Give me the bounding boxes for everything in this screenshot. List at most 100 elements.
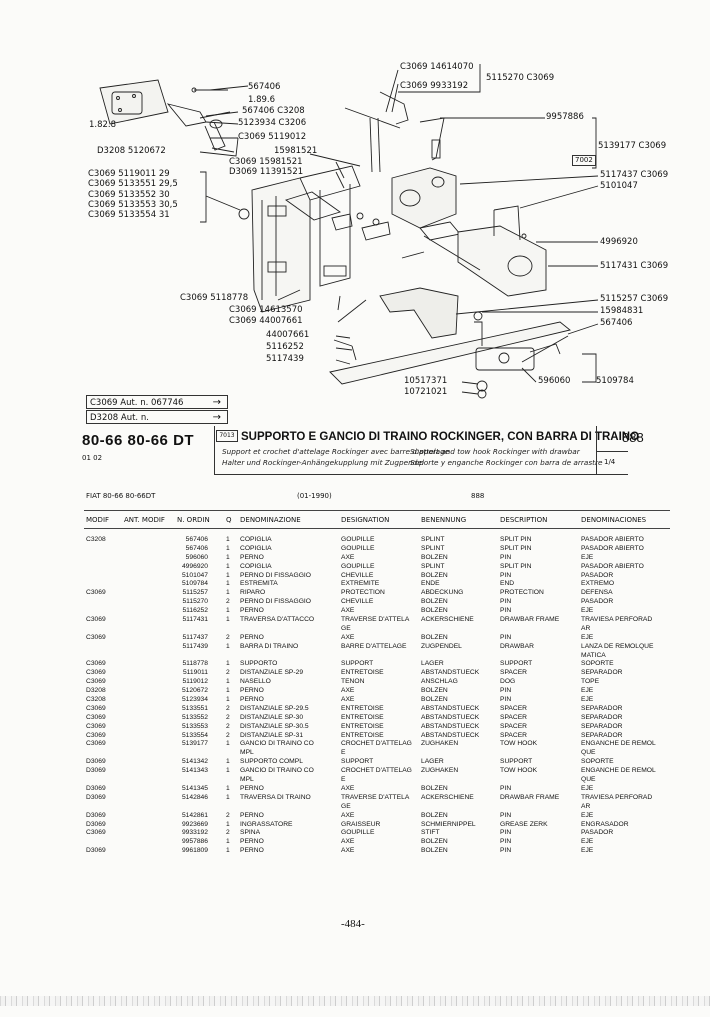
row-name-de: BOLZEN xyxy=(421,838,448,846)
row-quantity: 1 xyxy=(226,580,230,588)
table-row: MATICA xyxy=(0,652,710,661)
row-name-en: PIN xyxy=(500,847,512,855)
row-modif: C3208 xyxy=(86,536,106,543)
arrow-right-icon: → xyxy=(212,397,221,408)
row-name-fr: AXE xyxy=(341,784,355,792)
title-translation-en: Support and tow hook Rockinger with draw… xyxy=(410,447,580,456)
callout-label: 4996920 xyxy=(600,237,638,247)
row-name-fr: GE xyxy=(341,624,351,632)
row-modif: C3069 xyxy=(86,660,106,668)
model-designation: 80-66 80-66 DT xyxy=(82,432,195,449)
callout-label: C3069 5133553 30,5 xyxy=(88,200,178,210)
row-order-number: 5120672 xyxy=(181,687,208,695)
callout-label: 5115257 C3069 xyxy=(600,294,669,304)
row-name-fr: GOUPILLE xyxy=(341,536,375,543)
row-order-number: 5115270 xyxy=(182,598,208,606)
row-name-es: PASADOR ABIERTO xyxy=(581,562,644,570)
aut-box-c3069: C3069 Aut. n. 067746 → xyxy=(86,395,228,409)
row-name-en: DRAWBAR FRAME xyxy=(500,616,560,624)
row-modif: D3069 xyxy=(86,811,106,819)
row-name-de: ACKERSCHIENE xyxy=(421,793,474,801)
row-name-en: TOW HOOK xyxy=(500,740,538,748)
row-name-fr: GE xyxy=(341,802,351,810)
row-name-de: BOLZEN xyxy=(421,811,448,819)
row-order-number: 9957886 xyxy=(181,838,208,846)
row-name-en: PIN xyxy=(500,571,512,579)
row-order-number: 5142846 xyxy=(181,793,208,801)
row-name-es: EJE xyxy=(581,696,594,704)
row-modif: C3069 xyxy=(86,829,106,837)
row-name-de: BOLZEN xyxy=(421,847,448,855)
callout-label: 1.82.8 xyxy=(89,120,117,130)
row-name-fr: ENTRETOISE xyxy=(341,713,384,721)
callout-label: 1.89.6 xyxy=(248,95,276,105)
row-name-es: EJE xyxy=(581,838,594,846)
row-name-en: SPACER xyxy=(500,731,528,739)
row-quantity: 1 xyxy=(226,784,230,792)
row-order-number: 5109784 xyxy=(181,580,208,588)
row-name-it: PERNO xyxy=(240,687,264,695)
row-name-es: SEPARADOR xyxy=(581,713,623,721)
row-name-it: SUPPORTO xyxy=(240,660,278,668)
callout-label: 5116252 xyxy=(266,342,304,352)
row-name-es: MATICA xyxy=(581,651,606,659)
row-name-es: TOPE xyxy=(581,678,600,686)
row-modif: C3069 xyxy=(86,678,106,686)
row-name-fr: E xyxy=(341,749,346,757)
row-name-fr: GOUPILLE xyxy=(341,544,375,552)
row-name-it: PERNO xyxy=(240,553,264,561)
row-order-number: 5133553 xyxy=(181,722,208,730)
row-order-number: 9961809 xyxy=(181,847,208,855)
row-name-de: ABSTANDSTUECK xyxy=(421,669,480,677)
row-modif: C3069 xyxy=(86,589,106,597)
col-header-q: Q xyxy=(226,516,232,524)
row-name-en: PIN xyxy=(500,553,512,561)
row-modif: D3069 xyxy=(86,847,106,855)
callout-label: 5123934 C3206 xyxy=(238,118,307,128)
row-name-it: BARRA DI TRAINO xyxy=(240,642,299,650)
row-name-es: QUE xyxy=(581,749,596,757)
row-name-en: GREASE ZERK xyxy=(500,820,548,828)
row-modif: D3069 xyxy=(86,793,106,801)
callout-label: 10721021 xyxy=(404,387,448,397)
callout-label: 9957886 xyxy=(546,112,584,122)
row-name-de: BOLZEN xyxy=(421,598,448,606)
callout-label: 5109784 xyxy=(596,376,634,386)
row-modif: C3069 xyxy=(86,704,106,712)
row-quantity: 1 xyxy=(226,553,230,561)
callout-label: C3069 5118778 xyxy=(180,293,249,303)
row-name-es: SEPARADOR xyxy=(581,704,623,712)
row-order-number: 596060 xyxy=(185,553,208,561)
row-name-en: END xyxy=(500,580,515,588)
row-name-it: PERNO xyxy=(240,847,264,855)
row-modif: C3069 xyxy=(86,713,106,721)
row-name-en: DRAWBAR FRAME xyxy=(500,793,560,801)
row-name-es: QUE xyxy=(581,776,596,784)
row-name-de: BOLZEN xyxy=(421,784,448,792)
row-name-de: ABSTANDSTUECK xyxy=(421,722,480,730)
row-name-fr: SUPPORT xyxy=(341,660,374,668)
callout-label: 5139177 C3069 xyxy=(598,141,667,151)
row-name-it: GANCIO DI TRAINO CO xyxy=(240,740,314,748)
drawing-code-box: 7013 xyxy=(216,430,238,442)
row-name-en: SPLIT PIN xyxy=(500,562,532,570)
aut-label: D3208 Aut. n. xyxy=(90,413,149,423)
row-name-it: MPL xyxy=(240,776,254,784)
title-translation-fr: Support et crochet d'attelage Rockinger … xyxy=(222,447,450,456)
callout-label: C3069 44007661 xyxy=(229,316,303,326)
table-group: 888 xyxy=(471,492,485,500)
row-order-number: 5116252 xyxy=(182,607,208,615)
page-number: -484- xyxy=(341,918,365,930)
callout-label: 15981521 xyxy=(274,146,318,156)
row-name-es: LANZA DE REMOLQUE xyxy=(581,642,654,650)
